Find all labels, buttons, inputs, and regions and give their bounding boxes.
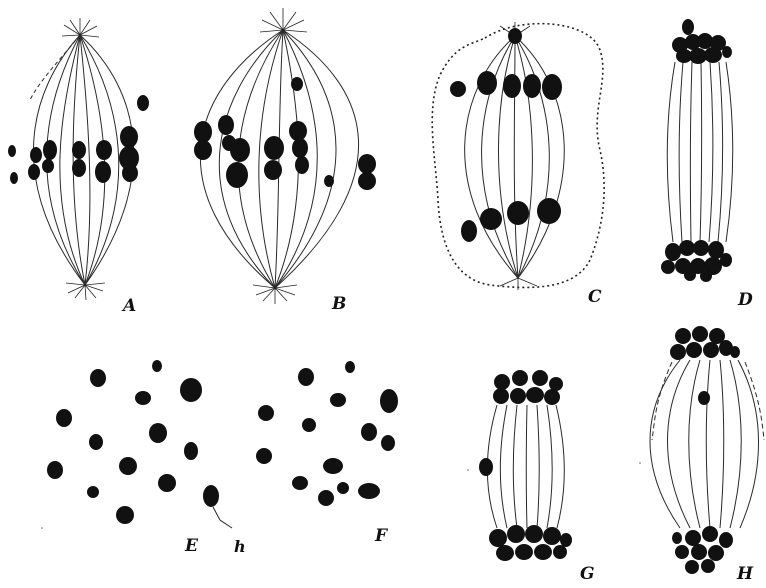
- panel-label-h: H: [737, 566, 753, 583]
- panel-a-aster-top: [62, 18, 99, 37]
- panel-g-chromosomes: [479, 370, 572, 561]
- panel-c-chromosomes: [450, 28, 562, 242]
- panel-h-chromosomes: [670, 326, 740, 574]
- panel-label-a: A: [123, 298, 136, 315]
- panel-e-chromosomes: [47, 360, 219, 524]
- panel-c-spindle: [465, 36, 565, 278]
- pointer-label-h: h: [234, 539, 246, 555]
- panel-h-spindle: [650, 360, 764, 528]
- panel-label-e: E: [185, 538, 198, 555]
- panel-b-chromosomes: [194, 77, 376, 190]
- panel-label-b: B: [332, 296, 346, 313]
- panel-label-f: F: [375, 528, 387, 545]
- panel-label-g: G: [580, 566, 595, 583]
- panel-b-aster-top: [260, 8, 307, 32]
- panel-b-aster-bottom: [253, 285, 297, 304]
- panel-label-d: D: [738, 292, 753, 309]
- panel-a-aster-bottom: [66, 283, 105, 300]
- panel-d-chromosomes: [661, 19, 732, 282]
- panel-label-c: C: [588, 289, 602, 306]
- panel-a-chromosomes: [8, 95, 149, 184]
- panel-c-cell-boundary: [432, 24, 604, 288]
- panel-d-spindle: [667, 62, 733, 242]
- panel-e-pointer-line: [213, 507, 232, 528]
- panel-f-chromosomes: [256, 361, 398, 506]
- panel-g-spindle: [487, 405, 564, 528]
- panel-b-spindle: [200, 30, 358, 288]
